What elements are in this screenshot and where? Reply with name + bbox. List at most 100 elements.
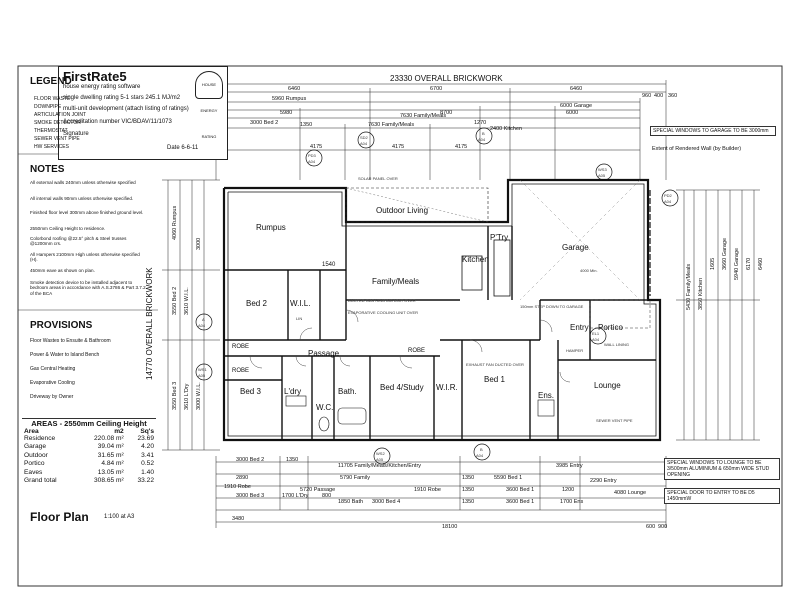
note-lintel: WALL LINING: [604, 342, 629, 347]
table-row: Eaves 13.05 m² 1.40: [22, 469, 156, 477]
dim-left-wil-2: 3000 W.I.L.: [196, 382, 202, 410]
rendered-wall-note: Extent of Rendered Wall (by Builder): [652, 146, 742, 152]
area-m2: 308.65 m²: [94, 477, 124, 485]
room-linen: LIN: [296, 316, 302, 321]
stamp-accreditation: Accreditation number VIC/BDAV/11/1073: [63, 119, 172, 125]
dim-top-1270: 1270: [474, 120, 486, 126]
dim-top-bed2: 3000 Bed 2: [250, 120, 278, 126]
marker-pd2-sheet: A04: [664, 199, 672, 204]
note-item: All external walls 240mm unless otherwis…: [30, 180, 136, 185]
note-sewer: SEWER VENT PIPE: [596, 418, 633, 423]
floor-plan-scale: 1:100 at A3: [104, 514, 135, 520]
dim-top-family: 7630 Family/Meals: [400, 113, 446, 119]
dim-top-960: 960: [642, 93, 651, 99]
area-sqs: 3.41: [141, 451, 154, 459]
dim-bottom-ens: 1700 Ens: [560, 499, 583, 505]
dim-bottom-ldry: 1700 L'Dry: [282, 493, 309, 499]
dim-bottom-robe: 1910 Robe: [224, 484, 251, 490]
marker-a-sheet: A04: [198, 323, 206, 328]
dim-top-1350: 1350: [300, 122, 312, 128]
dim-bottom-1350-d: 1350: [462, 499, 474, 505]
provisions-title: PROVISIONS: [30, 320, 93, 331]
legend-item: DOWNPIPE: [34, 104, 62, 110]
garage-window-note: SPECIAL WINDOWS TO GARAGE TO BE 3000mm: [650, 126, 776, 136]
garage-diagonal-2: [519, 179, 641, 301]
dim-top-400: 400: [654, 93, 663, 99]
toilet: [318, 416, 330, 432]
portico-area: [589, 299, 651, 329]
marker-b-top: B: [482, 131, 485, 136]
legend-item: FLOOR WASTE: [34, 96, 71, 102]
marker-b: B: [480, 447, 483, 452]
areas-table-panel: AREAS - 2550mm Ceiling Height Area m2 Sq…: [22, 418, 156, 485]
floor-plan-title: Floor Plan: [30, 510, 89, 524]
dim-top-6000: 6000: [566, 110, 578, 116]
laundry-trough: [285, 395, 307, 407]
dim-left-ldry: 3610 L'Dry: [184, 383, 190, 410]
dim-left-wil: 3610 W.I.L.: [184, 287, 190, 315]
marker-ws1: WS1: [198, 367, 207, 372]
marker-sd2: SD2: [360, 135, 369, 140]
dim-bottom-bed1: 5590 Bed 1: [494, 475, 522, 481]
dim-bottom-1350-b: 1350: [462, 475, 474, 481]
note-item: Finished floor level 300mm above finishe…: [30, 210, 144, 215]
dim-bottom-800: 800: [322, 493, 331, 499]
marker-pd2: PD2: [664, 193, 673, 198]
areas-title: AREAS - 2550mm Ceiling Height: [31, 419, 147, 428]
dim-bottom-bed3: 3000 Bed 3: [236, 493, 264, 499]
table-row: Grand total 308.65 m² 33.22: [22, 477, 156, 485]
areas-table: Area m2 Sq's Residence 220.08 m² 23.69 G…: [22, 428, 156, 485]
room-lounge: Lounge: [594, 381, 621, 390]
house-energy-rating-logo: HOUSE ENERGY RATING: [195, 71, 223, 139]
dim-bottom-600: 600: [646, 524, 655, 530]
dim-top-kitchen: 2400 Kitchen: [490, 126, 522, 132]
dim-bottom-bed2: 3000 Bed 2: [236, 457, 264, 463]
area-sqs: 4.20: [141, 443, 154, 451]
room-pantry: P'Try: [490, 233, 508, 242]
outdoor-living-area: [345, 187, 489, 223]
dim-4000-min: 4000 Min.: [580, 268, 598, 273]
dim-bottom-passage: 5720 Passage: [300, 487, 335, 493]
note-solar: SOLAR PANEL OVER: [358, 176, 398, 181]
area-sqs: 23.69: [137, 435, 154, 442]
dim-top-family-2: 7630 Family/Meals: [368, 122, 414, 128]
section-markers: [195, 127, 679, 465]
room-wc: W.C.: [316, 403, 333, 412]
dim-right-family: 5430 Family/Meals: [686, 264, 692, 310]
room-laundry: L'dry: [284, 387, 301, 396]
dim-right-garage: 3660 Garage: [722, 238, 728, 270]
dim-bottom-900: 900: [658, 524, 667, 530]
dim-bottom-18100: 18100: [442, 524, 457, 530]
room-passage: Passage: [308, 349, 340, 358]
dim-top-4175-b: 4175: [392, 144, 404, 150]
areas-header-sqs: Sq's: [140, 428, 154, 435]
room-bed3: Bed 3: [240, 387, 261, 396]
ensuite-shower: [537, 399, 555, 417]
area-name: Outdoor: [24, 451, 48, 459]
area-m2: 39.04 m²: [97, 443, 124, 451]
notes-title: NOTES: [30, 164, 65, 175]
marker-el1-sheet: A04: [592, 337, 600, 342]
dim-bottom-2890: 2890: [236, 475, 248, 481]
dim-bottom-entry-2: 2290 Entry: [590, 478, 617, 484]
dim-bottom-robe-2: 1910 Robe: [414, 487, 441, 493]
note-item: 2550mm Ceiling Height to residence.: [30, 226, 106, 231]
energy-rating-stamp: FirstRate5 house energy rating software …: [58, 66, 228, 160]
marker-ws3-sheet: A05: [598, 173, 606, 178]
dim-bottom-family-entry: 11705 Family/Meals/Kitchen/Entry: [338, 463, 421, 469]
room-bath: Bath.: [338, 387, 357, 396]
kitchen-island: [461, 255, 483, 291]
dim-top-6460-a: 6460: [288, 86, 300, 92]
dim-top-5980: 5980: [280, 110, 292, 116]
dim-left-bed2: 3550 Bed 2: [172, 287, 178, 315]
door-swings: [249, 309, 571, 383]
marker-ws3: WS3: [598, 167, 607, 172]
dim-top-4175-a: 4175: [310, 144, 322, 150]
left-dimensions: [162, 179, 220, 451]
note-hamper: HAMPER: [566, 348, 583, 353]
provision-item: Driveway by Owner: [30, 394, 74, 400]
room-bed4-study: Bed 4/Study: [380, 383, 424, 392]
stamp-signature: Signature: [63, 131, 89, 137]
dim-right-kitchen: 3850 Kitchen: [698, 278, 704, 310]
